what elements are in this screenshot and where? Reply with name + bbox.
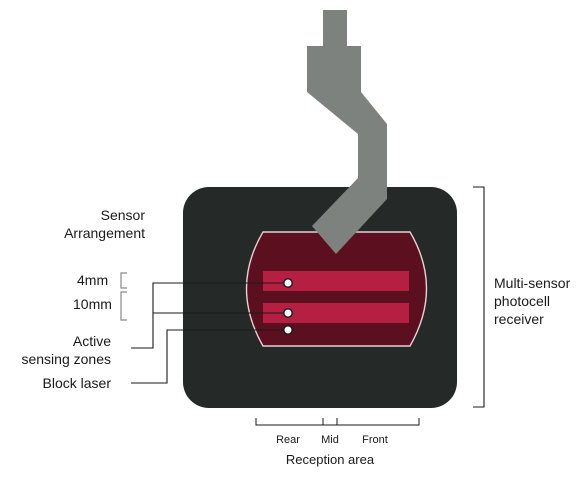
dimension-brackets bbox=[120, 272, 127, 321]
receiver-bracket bbox=[473, 186, 485, 408]
label-4mm: 4mm bbox=[77, 272, 109, 288]
label-block-laser: Block laser bbox=[42, 375, 111, 391]
label-sensor-arrangement-2: Arrangement bbox=[64, 225, 145, 241]
label-rear: Rear bbox=[276, 434, 300, 446]
label-receiver-1: Multi-sensor bbox=[494, 275, 571, 291]
label-active-1: Active bbox=[72, 333, 111, 349]
label-receiver-3: receiver bbox=[494, 311, 544, 327]
label-10mm: 10mm bbox=[73, 296, 112, 312]
laser-probe bbox=[307, 10, 387, 254]
label-active-2: sensing zones bbox=[21, 351, 111, 367]
sensor-dot-3 bbox=[283, 325, 293, 335]
sensor-dot-1 bbox=[283, 278, 293, 288]
sensor-dot-2 bbox=[283, 308, 293, 318]
label-mid: Mid bbox=[321, 434, 339, 446]
label-front: Front bbox=[362, 434, 388, 446]
label-sensor-arrangement-1: Sensor bbox=[100, 207, 145, 223]
sensing-strip-upper bbox=[263, 271, 409, 291]
label-reception-area: Reception area bbox=[285, 452, 375, 467]
sensing-strip-lower bbox=[263, 303, 409, 323]
leader-lines bbox=[131, 282, 284, 384]
label-receiver-2: photocell bbox=[494, 293, 551, 309]
reception-scale bbox=[255, 418, 420, 426]
